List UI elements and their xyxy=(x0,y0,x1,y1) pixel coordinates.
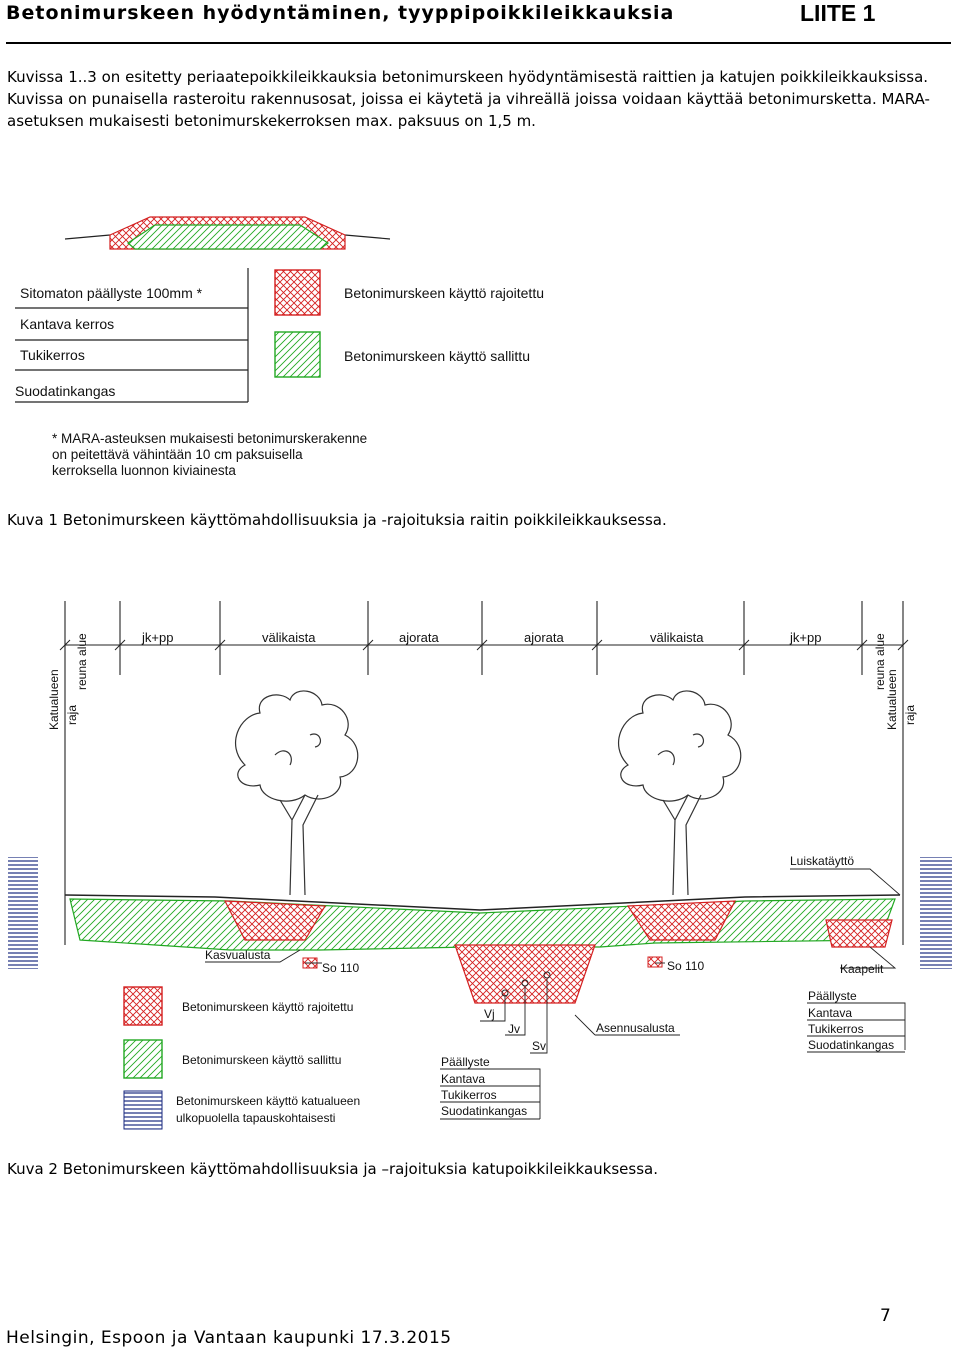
tree-left-icon xyxy=(235,690,359,896)
fig2-legend-allowed-swatch xyxy=(123,1039,163,1079)
zone-ticks xyxy=(59,639,909,651)
fig2-legend-restricted-label: Betonimurskeen käyttö rajoitettu xyxy=(182,1000,353,1014)
legend-restricted-label: Betonimurskeen käyttö rajoitettu xyxy=(344,285,544,301)
center-layer-1: Päällyste xyxy=(441,1055,490,1069)
layer-label-filter: Suodatinkangas xyxy=(15,383,115,399)
tree-right-icon xyxy=(618,690,742,896)
figure-1-drawing: Sitomaton päällyste 100mm * Kantava kerr… xyxy=(15,216,544,478)
right-layer-4: Suodatinkangas xyxy=(808,1038,894,1052)
pipe-jv-icon xyxy=(521,979,529,987)
restricted-median-left xyxy=(223,900,327,941)
zone-label-5: välikaista xyxy=(650,630,704,645)
label-vj: Vj xyxy=(484,1007,495,1021)
restricted-pipe-trench xyxy=(454,944,596,1004)
layer-table xyxy=(15,268,249,403)
label-sv: Sv xyxy=(532,1039,546,1053)
header-rule xyxy=(6,42,951,44)
edge-left-label-2: raja xyxy=(65,705,79,725)
layer-label-base: Kantava kerros xyxy=(20,316,114,332)
fig2-legend-outside-swatch xyxy=(123,1090,163,1130)
fig2-legend-allowed-label: Betonimurskeen käyttö sallittu xyxy=(182,1053,341,1067)
document-title: Betonimurskeen hyödyntäminen, tyyppipoik… xyxy=(6,2,675,24)
figure-2-drawing: jk+pp välikaista ajorata ajorata välikai… xyxy=(8,601,952,1130)
pipe-sv-icon xyxy=(543,971,551,979)
center-layer-2: Kantava xyxy=(441,1072,485,1086)
figure-1-caption: Kuva 1 Betonimurskeen käyttömahdollisuuk… xyxy=(7,511,667,529)
mara-note-line-1: * MARA-asteuksen mukaisesti betonimurske… xyxy=(52,431,367,446)
mara-note-line-2: on peitettävä vähintään 10 cm paksuisell… xyxy=(52,447,303,462)
footer-text: Helsingin, Espoon ja Vantaan kaupunki 17… xyxy=(6,1328,452,1348)
zone-label-2: välikaista xyxy=(262,630,316,645)
zone-label-6: jk+pp xyxy=(789,630,821,645)
zone-boundaries xyxy=(64,601,904,945)
edge-left-label-1: Katualueen xyxy=(47,669,61,730)
fig2-legend-outside-label-1: Betonimurskeen käyttö katualueen xyxy=(176,1094,360,1108)
label-kaapelit: Kaapelit xyxy=(840,962,884,976)
label-luiskatayto: Luiskatäyttö xyxy=(790,854,854,868)
edge-right-zone-label: reuna alue xyxy=(873,633,887,690)
zone-label-3: ajorata xyxy=(399,630,440,645)
legend-allowed-swatch xyxy=(274,331,321,378)
zone-label-1: jk+pp xyxy=(141,630,173,645)
label-kasvualusta: Kasvualusta xyxy=(205,948,271,962)
leader-lines xyxy=(205,868,906,1120)
mara-note-line-3: kerroksella luonnon kiviainesta xyxy=(52,463,236,478)
fig2-legend-restricted-swatch xyxy=(123,986,163,1026)
fig2-legend-outside-label-2: ulkopuolella tapauskohtaisesti xyxy=(176,1111,335,1125)
legend-restricted-swatch xyxy=(274,269,321,316)
label-so110-right: So 110 xyxy=(667,959,704,973)
legend-allowed-label: Betonimurskeen käyttö sallittu xyxy=(344,348,530,364)
restricted-cables xyxy=(825,919,893,948)
page-number: 7 xyxy=(880,1306,891,1326)
right-layer-1: Päällyste xyxy=(808,989,857,1003)
allowed-area-main xyxy=(69,898,896,951)
so110-right-box xyxy=(647,956,663,968)
outside-area-right xyxy=(920,857,952,969)
appendix-label: LIITE 1 xyxy=(800,0,876,26)
path-cross-section xyxy=(64,216,391,250)
outside-area-left xyxy=(8,857,38,969)
edge-right-label-2: raja xyxy=(903,705,917,725)
edge-left-zone-label: reuna alue xyxy=(75,633,89,690)
street-surface xyxy=(64,894,901,911)
restricted-median-right xyxy=(626,900,737,941)
center-layer-3: Tukikerros xyxy=(441,1088,497,1102)
label-asennusalusta: Asennusalusta xyxy=(596,1021,675,1035)
intro-paragraph: Kuvissa 1..3 on esitetty periaatepoikkil… xyxy=(7,68,930,130)
layer-label-subbase: Tukikerros xyxy=(20,347,85,363)
center-layer-4: Suodatinkangas xyxy=(441,1104,527,1118)
right-layer-2: Kantava xyxy=(808,1006,852,1020)
layer-label-surface: Sitomaton päällyste 100mm * xyxy=(20,285,203,301)
label-so110-left: So 110 xyxy=(322,961,359,975)
zone-label-4: ajorata xyxy=(524,630,565,645)
edge-right-label-1: Katualueen xyxy=(885,669,899,730)
figure-2-caption: Kuva 2 Betonimurskeen käyttömahdollisuuk… xyxy=(7,1160,658,1178)
label-jv: Jv xyxy=(508,1022,520,1036)
right-layer-3: Tukikerros xyxy=(808,1022,864,1036)
